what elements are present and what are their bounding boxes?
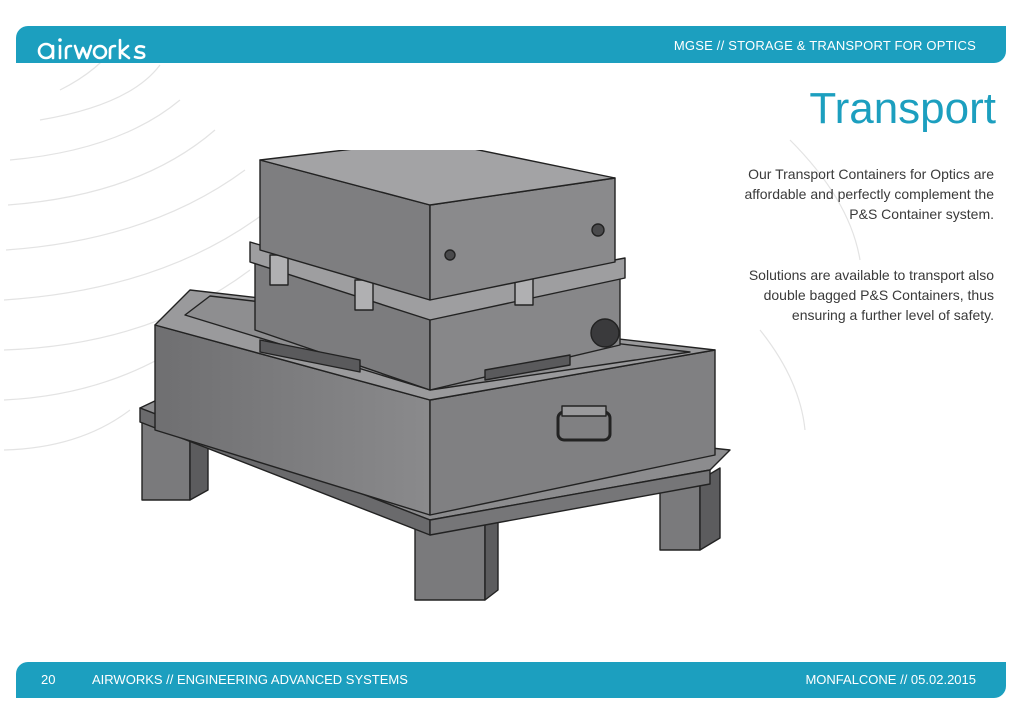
- page-title: Transport: [809, 84, 996, 133]
- footer-bar: [16, 662, 1006, 698]
- header-title: MGSE // STORAGE & TRANSPORT FOR OPTICS: [673, 38, 976, 53]
- paragraph-1: Our Transport Containers for Optics are …: [744, 166, 994, 222]
- page-number: 20: [41, 672, 56, 687]
- footer-location-date: MONFALCONE // 05.02.2015: [805, 672, 976, 687]
- transport-container-image: [139, 150, 731, 601]
- latch-2: [354, 279, 374, 311]
- paragraph-2: Solutions are available to transport als…: [748, 267, 994, 323]
- lid-top: [259, 150, 616, 206]
- footer-company-tagline: AIRWORKS // ENGINEERING ADVANCED SYSTEMS: [92, 672, 408, 687]
- latch-1: [269, 254, 289, 286]
- airworks-logo: airworks: [37, 38, 146, 60]
- valve-knob: [590, 318, 620, 348]
- header-bar: [16, 26, 1006, 63]
